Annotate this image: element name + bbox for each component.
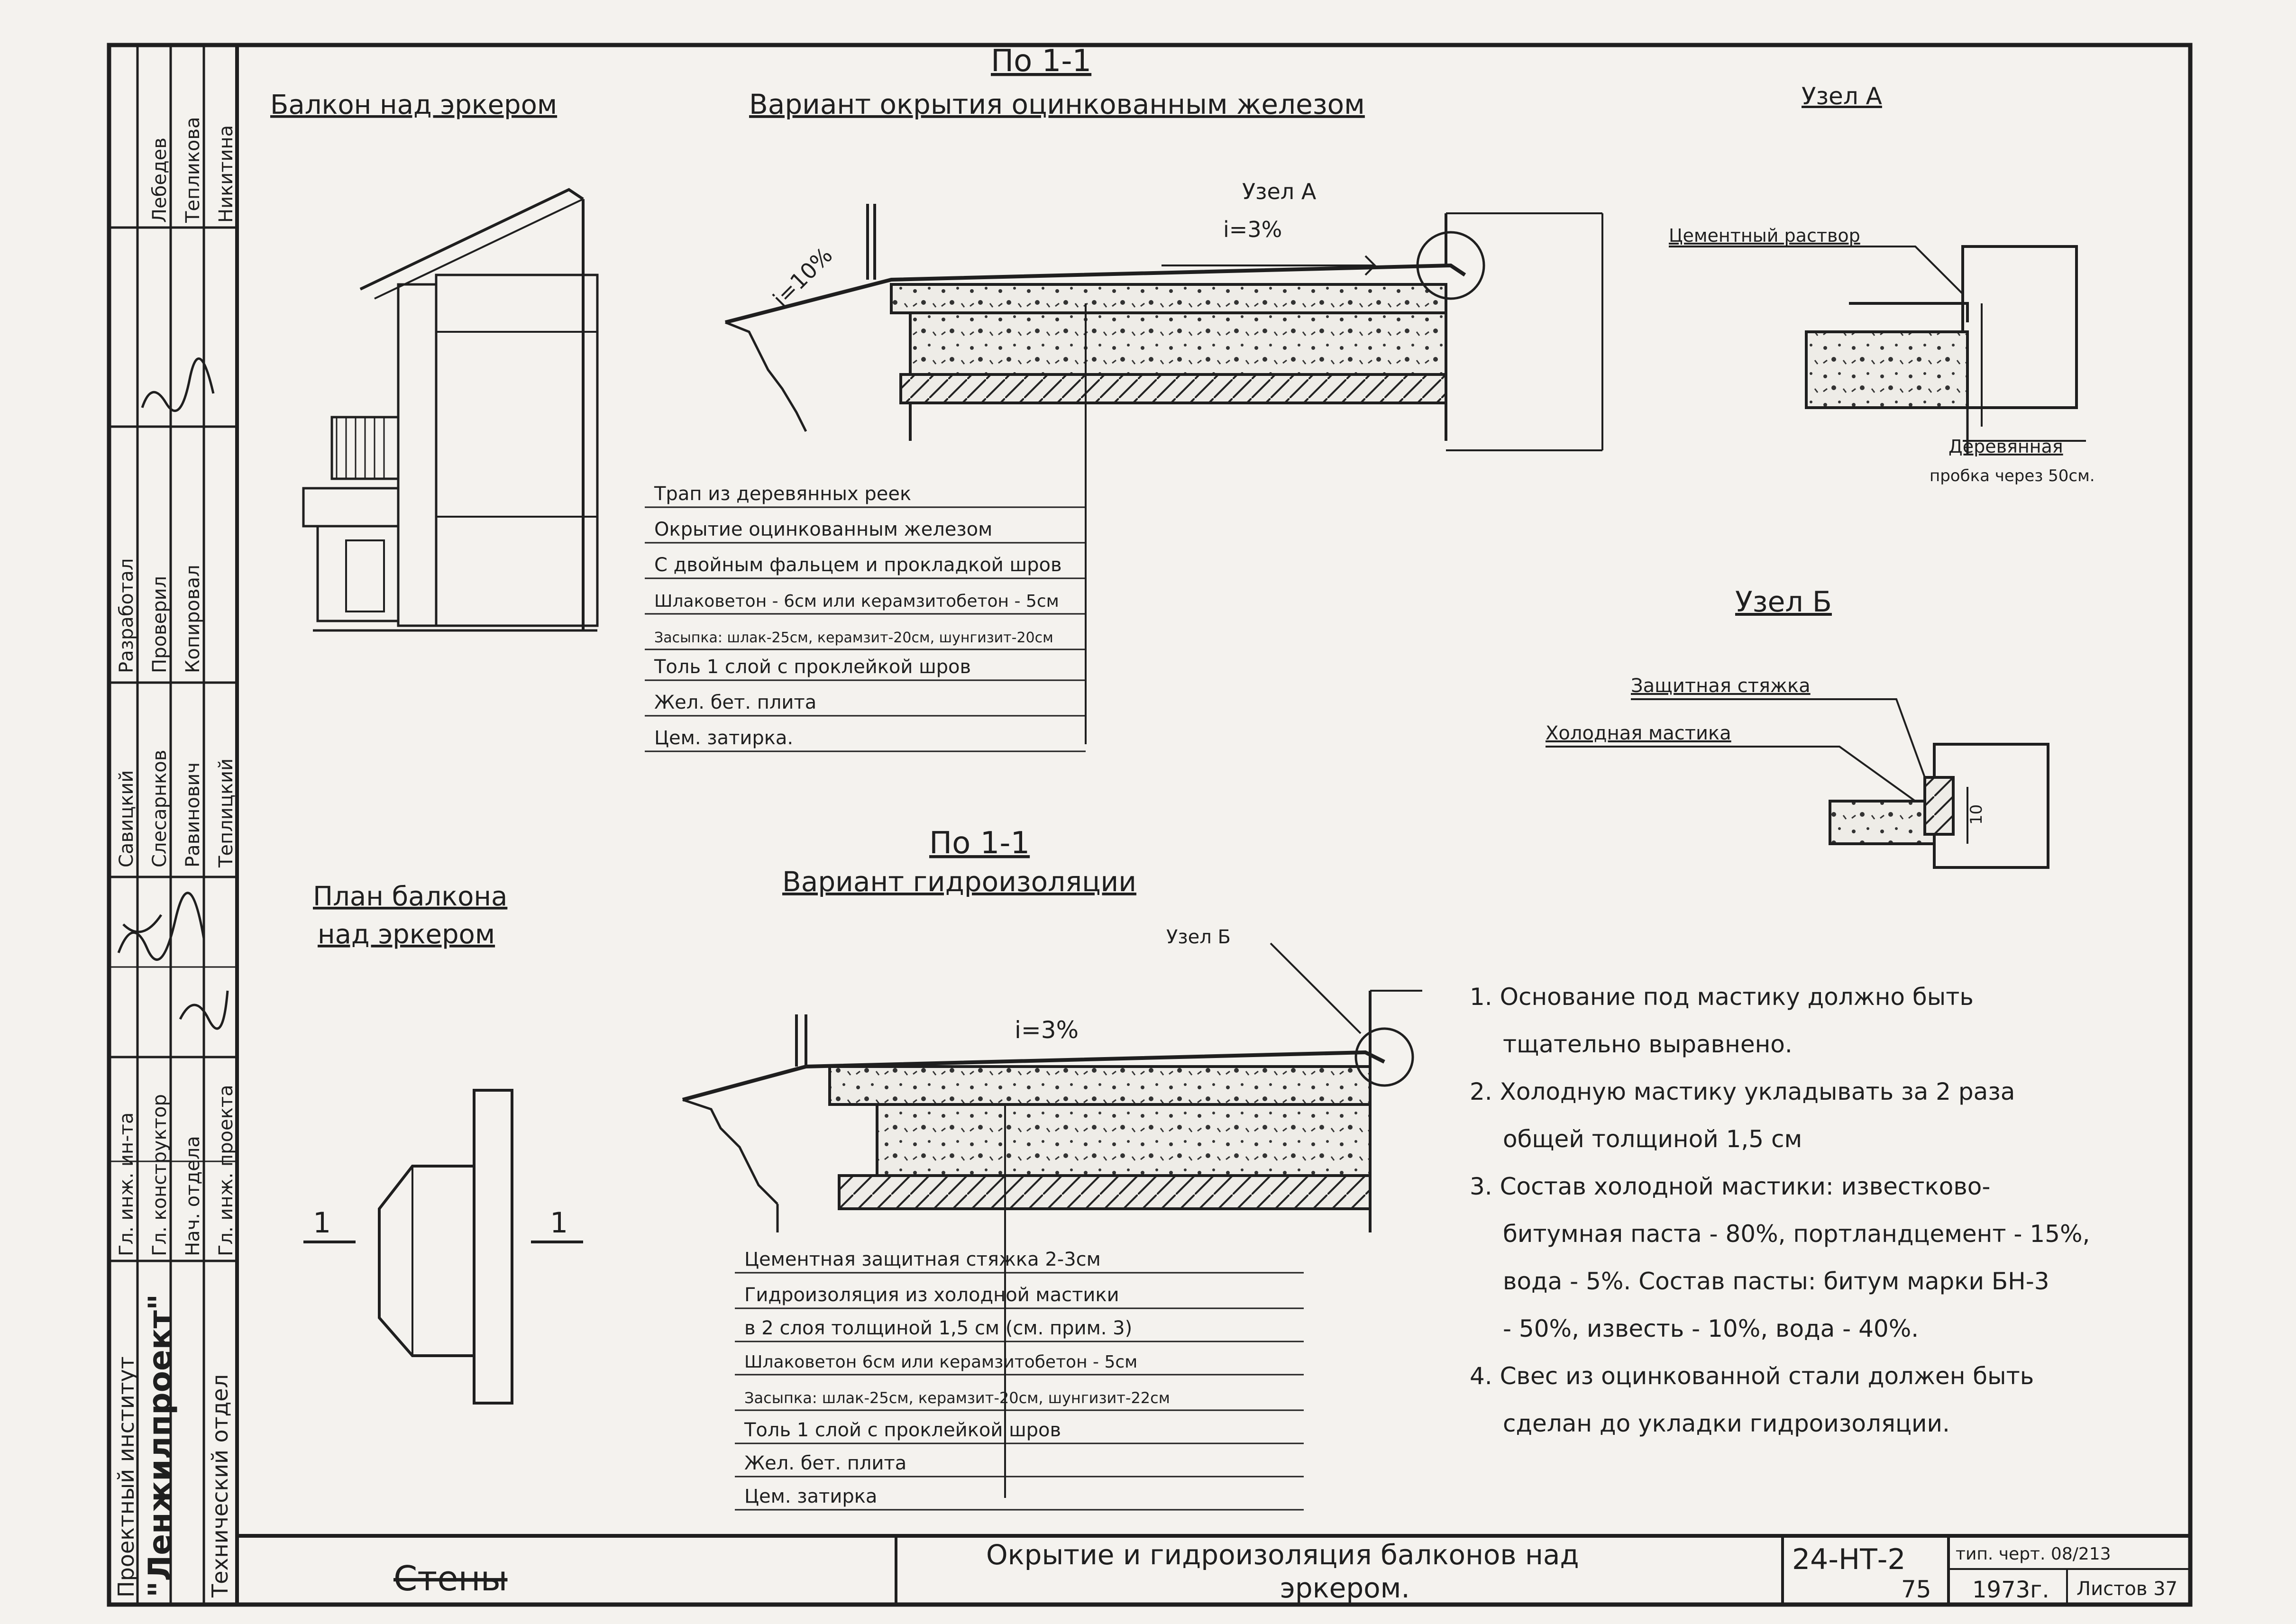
top-layer-8: Цем. затирка.	[654, 727, 793, 749]
bottom-slab	[838, 1174, 1372, 1210]
tb-row3-item-2: Слесарнков	[149, 750, 171, 867]
section-mark-left: 1	[313, 1206, 331, 1240]
node-a-ref: Узел А	[1242, 179, 1317, 204]
section-bottom: По 1-1 Вариант гидроизоляции Узел Б i=3%…	[682, 826, 1422, 1511]
node-b-slab	[1829, 800, 1936, 845]
node-b-flashing	[1923, 776, 1955, 836]
year: 1973г.	[1972, 1577, 2049, 1603]
top-layer-7: Жел. бет. плита	[654, 692, 816, 713]
institute-label: Проектный институт	[113, 1357, 139, 1598]
sheet-title-1: Окрытие и гидроизоляция балконов над	[986, 1539, 1579, 1571]
top-layer-3: С двойным фальцем и прокладкой шров	[654, 554, 1062, 576]
bottom-layer-8: Цем. затирка	[744, 1486, 877, 1507]
balcony-elevation: Балкон над эркером	[270, 90, 599, 632]
plan-title-2: над эркером	[318, 919, 495, 950]
top-layer-6: Толь 1 слой с проклейкой шров	[654, 656, 971, 678]
top-layer-5: Засыпка: шлак-25см, керамзит-20см, шунги…	[654, 630, 1053, 646]
section-bottom-label: По 1-1	[929, 826, 1030, 861]
tb-row1-item-3: Нач. отдела	[182, 1136, 204, 1256]
tb-row1-item-1: Гл. инж. ин-та	[116, 1113, 137, 1256]
section-top-layers: Трап из деревянных реек Окрытие оцинкова…	[645, 483, 1086, 752]
bottom-layer-1: Цементная защитная стяжка 2-3см	[744, 1249, 1101, 1270]
bottom-fill	[876, 1103, 1372, 1177]
bottom-layer-6: Толь 1 слой с проклейкой шров	[744, 1419, 1061, 1441]
note-3-line-3: вода - 5%. Состав пасты: битум марки БН-…	[1503, 1268, 2049, 1295]
node-a-slab	[1805, 330, 1969, 409]
tb-row1-item-4: Гл. инж. проекта	[215, 1085, 237, 1256]
tb-row3-item-1: Савицкий	[116, 770, 137, 867]
bottom-layer-5: Засыпка: шлак-25см, керамзит-20см, шунги…	[744, 1389, 1170, 1407]
bottom-layer-3: в 2 слоя толщиной 1,5 см (см. прим. 3)	[744, 1317, 1132, 1339]
node-a-label-bottom-1: Деревянная	[1948, 436, 2063, 457]
note-2-line-2: общей толщиной 1,5 см	[1503, 1125, 1802, 1153]
sheet-frame	[107, 43, 2193, 1607]
note-3-line-2: битумная паста - 80%, портландцемент - 1…	[1503, 1220, 2090, 1248]
node-b-dim: 10	[1967, 804, 1986, 825]
title-block-bottom: Стены Окрытие и гидроизоляция балконов н…	[237, 1534, 2190, 1605]
signature-1	[117, 892, 205, 961]
node-a-title: Узел А	[1802, 82, 1882, 110]
tb-row4-item-3: Никитина	[215, 125, 237, 223]
note-1-line-2: тщательно выравнено.	[1503, 1031, 1793, 1058]
tb-row3-item-3: Равинович	[182, 762, 204, 867]
note-1-line-1: 1. Основание под мастику должно быть	[1470, 983, 1974, 1011]
balcony-view-title: Балкон над эркером	[270, 90, 557, 120]
balcony-plan: План балкона над эркером 1 1	[303, 881, 583, 1405]
drawing-code: 24-НТ-2	[1792, 1543, 1906, 1576]
top-fill	[909, 311, 1447, 376]
section-bottom-layers: Цементная защитная стяжка 2-3см Гидроизо…	[735, 1249, 1304, 1511]
tb-row4-item-1: Лебедев	[149, 137, 171, 223]
bottom-layer-2: Гидроизоляция из холодной мастики	[744, 1284, 1119, 1306]
department-label: Технический отдел	[207, 1374, 233, 1598]
tb-row4-item-2: Тепликова	[182, 117, 204, 223]
type-label: тип. черт. 08/213	[1956, 1544, 2111, 1564]
tb-row2-item-3: Копировал	[182, 565, 204, 673]
notes: 1. Основание под мастику должно быть тща…	[1470, 983, 2090, 1437]
section-bottom-title: Вариант гидроизоляции	[782, 866, 1136, 898]
signature-2	[141, 357, 215, 412]
top-screed	[890, 283, 1447, 314]
top-slab	[899, 373, 1447, 404]
note-2-line-1: 2. Холодную мастику укладывать за 2 раза	[1470, 1078, 2015, 1105]
title-block-left: Гл. инж. ин-та Гл. конструктор Нач. отде…	[109, 45, 237, 1605]
node-b-title: Узел Б	[1735, 585, 1832, 619]
section-name: Стены	[393, 1559, 507, 1598]
top-layer-4: Шлаковетон - 6см или керамзитобетон - 5с…	[654, 592, 1059, 611]
top-layer-1: Трап из деревянных реек	[654, 483, 911, 505]
sheet-number: 75	[1901, 1576, 1931, 1603]
node-a-label-bottom-2: пробка через 50см.	[1930, 466, 2095, 485]
node-b-ref: Узел Б	[1166, 926, 1231, 948]
node-a: Узел А Цементный раствор Деревянная проб…	[1669, 82, 2095, 485]
note-4-line-2: сделан до укладки гидроизоляции.	[1503, 1410, 1950, 1437]
note-4-line-1: 4. Свес из оцинкованной стали должен быт…	[1470, 1362, 2034, 1390]
tb-row2-item-1: Разработал	[116, 558, 137, 673]
note-3-line-4: - 50%, известь - 10%, вода - 40%.	[1503, 1315, 1919, 1342]
node-b-label-1: Защитная стяжка	[1631, 675, 1811, 697]
note-3-line-1: 3. Состав холодной мастики: известково-	[1470, 1173, 1990, 1200]
tb-row2-item-2: Проверил	[149, 576, 171, 673]
sheet-title-2: эркером.	[1280, 1572, 1410, 1604]
top-layer-2: Окрытие оцинкованным железом	[654, 519, 992, 540]
signature-3	[179, 990, 229, 1030]
bottom-layer-4: Шлаковетон 6см или керамзитобетон - 5см	[744, 1352, 1137, 1372]
tb-row3-item-4: Теплицкий	[215, 758, 237, 868]
node-b: Узел Б Защитная стяжка Холодная мастика …	[1546, 585, 2049, 869]
bottom-layer-7: Жел. бет. плита	[744, 1452, 906, 1474]
section-top-label: По 1-1	[991, 44, 1091, 79]
bottom-screed	[828, 1065, 1372, 1106]
section-top-title: Вариант окрытия оцинкованным железом	[749, 88, 1365, 120]
node-b-label-2: Холодная мастика	[1546, 722, 1731, 744]
plan-title-1: План балкона	[313, 881, 507, 912]
slope-bottom: i=3%	[1015, 1016, 1079, 1044]
section-top: По 1-1 Вариант окрытия оцинкованным желе…	[645, 44, 1603, 752]
section-mark-right: 1	[550, 1206, 568, 1240]
tb-row1-item-2: Гл. конструктор	[149, 1094, 171, 1256]
node-a-label-top: Цементный раствор	[1669, 225, 1860, 246]
sheet-info: Листов 37	[2076, 1578, 2177, 1600]
institute-name: "Ленжилпроект"	[142, 1294, 178, 1597]
slope-main: i=3%	[1223, 217, 1282, 242]
